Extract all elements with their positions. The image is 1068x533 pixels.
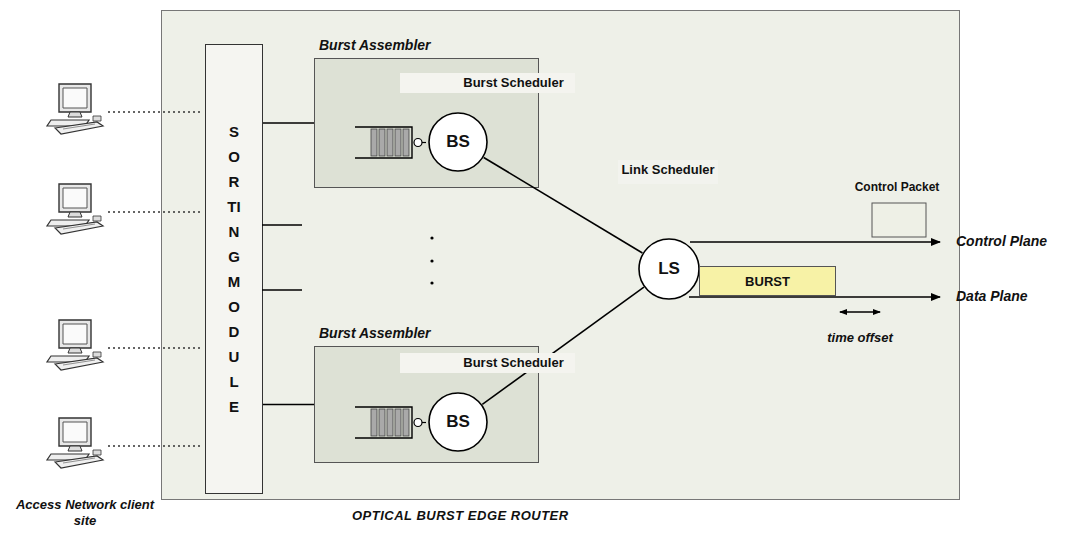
connector-line xyxy=(484,157,643,253)
scheduler-name: LS xyxy=(658,259,680,279)
control-packet xyxy=(872,203,926,237)
connector-line xyxy=(263,404,314,406)
sorting-stubs xyxy=(262,225,302,290)
burst-scheduler-circle: BS xyxy=(428,392,488,452)
packet-caption: Control Packet xyxy=(835,180,959,195)
plane-label: Data Plane xyxy=(956,288,1066,305)
output-lines xyxy=(689,203,940,312)
connector-line xyxy=(482,287,644,404)
assembler-heading: Burst Assembler xyxy=(319,325,431,341)
connector-line xyxy=(263,122,314,124)
computer-icon xyxy=(47,84,103,134)
client-computers xyxy=(47,84,103,468)
offset-label: time offset xyxy=(800,330,920,346)
link-scheduler-circle: LS xyxy=(638,238,700,300)
burst-scheduler-circle: BS xyxy=(428,112,488,172)
scheduler-name: BS xyxy=(446,412,470,432)
computer-icon xyxy=(47,320,103,370)
scheduler-caption: Burst Scheduler xyxy=(400,353,575,373)
computer-icon xyxy=(47,418,103,468)
burst-label: BURST xyxy=(745,274,790,289)
vertical-label: SORTING MODULE xyxy=(227,119,242,419)
access-links xyxy=(108,112,200,446)
scheduler-caption: Link Scheduler xyxy=(618,160,718,184)
plane-label: Control Plane xyxy=(956,233,1066,250)
burst-queues xyxy=(355,127,426,438)
assembler-heading: Burst Assembler xyxy=(319,37,431,53)
router-title: OPTICAL BURST EDGE ROUTER xyxy=(352,508,569,523)
time-offset-arrow xyxy=(840,311,880,312)
burst-box: BURST xyxy=(699,266,836,296)
client-caption: Access Network client site xyxy=(10,497,160,529)
sorting-module: SORTING MODULE xyxy=(205,44,263,494)
scheduler-caption: Burst Scheduler xyxy=(400,73,575,93)
computer-icon xyxy=(47,184,103,234)
scheduler-name: BS xyxy=(446,132,470,152)
ellipsis-dots xyxy=(430,236,433,284)
